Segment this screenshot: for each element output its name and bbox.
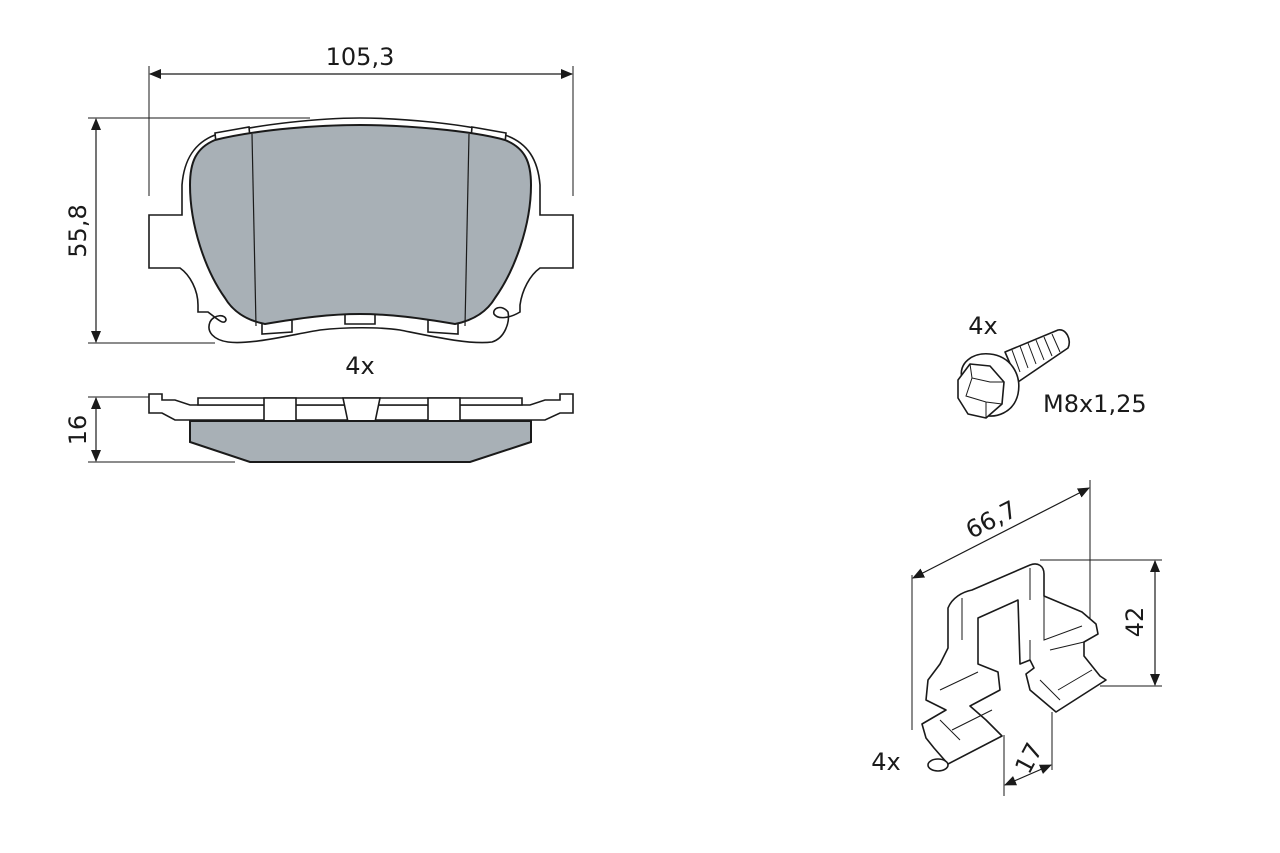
bolt-shank bbox=[1004, 329, 1071, 383]
pad-groove-left bbox=[251, 133, 257, 327]
bolt-thread-lines bbox=[1011, 333, 1061, 373]
brake-pad-front-view: 105,3 55,8 bbox=[64, 43, 574, 344]
pad-height-label: 55,8 bbox=[64, 204, 92, 257]
spring-clip-illustration: 66,7 42 17 4x bbox=[871, 480, 1162, 796]
bolt-quantity-label: 4x bbox=[968, 312, 997, 340]
brake-pad-side-view: 16 bbox=[64, 393, 574, 463]
spring-length-label: 66,7 bbox=[961, 495, 1021, 544]
spring-clip-fold-lines bbox=[939, 568, 1093, 741]
bolt-thread-label: M8x1,25 bbox=[1043, 390, 1147, 418]
spring-clip-tip bbox=[927, 758, 949, 772]
spring-clip-body bbox=[921, 563, 1107, 765]
spring-quantity-label: 4x bbox=[871, 748, 900, 776]
bottom-tab-center bbox=[344, 313, 376, 325]
spring-height-label: 42 bbox=[1121, 607, 1149, 638]
pad-width-label: 105,3 bbox=[326, 43, 395, 71]
pad-thickness-label: 16 bbox=[64, 415, 92, 446]
side-tab-3 bbox=[427, 397, 461, 423]
side-tab-1 bbox=[263, 397, 297, 423]
friction-material bbox=[188, 123, 533, 326]
side-tab-2 bbox=[342, 397, 381, 423]
side-friction-material bbox=[189, 420, 532, 463]
bolt-hex-edges bbox=[965, 363, 1004, 418]
pad-quantity-label: 4x bbox=[345, 352, 374, 380]
pad-groove-right bbox=[464, 133, 470, 327]
bolt-illustration: 4x M8x1,25 bbox=[957, 312, 1147, 419]
spring-width-dimension-line bbox=[1004, 764, 1052, 786]
spring-length-dimension-line bbox=[912, 487, 1090, 579]
spring-width-label: 17 bbox=[1009, 738, 1048, 778]
